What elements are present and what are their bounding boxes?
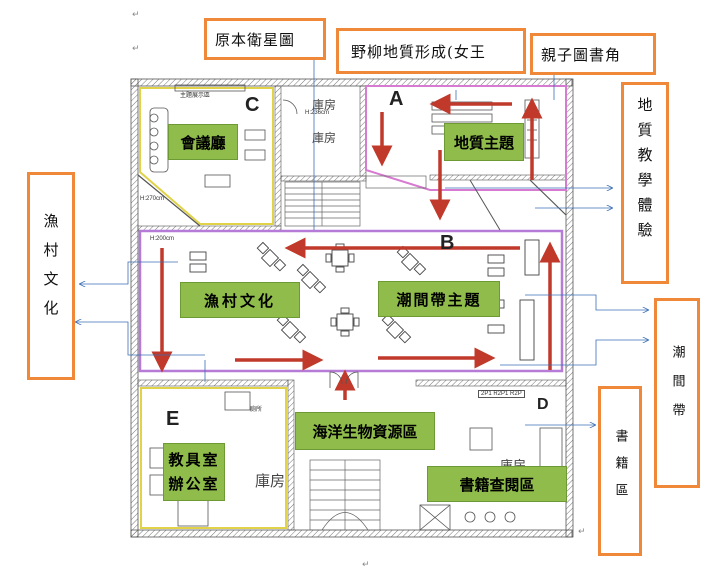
reading-furniture — [419, 427, 563, 531]
callout-geology-teaching-text: 地質教學體驗 — [635, 97, 654, 247]
room-c-outline — [139, 87, 274, 225]
zone-d: D — [537, 396, 549, 413]
zone-e: E — [166, 408, 180, 430]
outer-walls — [130, 78, 574, 538]
label-intertidal: 潮間帶主題 — [378, 281, 500, 317]
callout-yehliu-geology-text: 野柳地質形成(女王 — [351, 43, 486, 61]
paragraph-mark-2: ↵ — [132, 44, 140, 54]
height-label-b: H:200cm — [150, 236, 175, 242]
flow-arrows — [151, 93, 561, 400]
label-reading-area: 書籍查閱區 — [427, 466, 567, 502]
stairs-bottom — [309, 459, 381, 531]
callout-family-reading: 親子圖書角 — [530, 33, 656, 75]
storage-label-2: 庫房 — [312, 131, 337, 145]
callout-book-area-text: 書籍區 — [612, 429, 628, 510]
room-a-outline — [365, 85, 567, 191]
label-marine-resources: 海洋生物資源區 — [295, 412, 435, 450]
room-e-outline — [140, 387, 287, 529]
label-fishing-culture: 漁村文化 — [180, 282, 300, 318]
storage-label-1: 庫房 — [312, 98, 337, 112]
room-c-title: 主題展示區 — [180, 93, 211, 99]
leader-lines — [76, 52, 648, 425]
label-geology: 地質主題 — [444, 123, 524, 161]
label-meeting-hall: 會議廳 — [168, 124, 238, 160]
callout-yehliu-geology: 野柳地質形成(女王 — [336, 28, 526, 74]
doors — [282, 99, 359, 388]
callout-fishing-culture: 漁村文化 — [27, 172, 75, 380]
storage-label-3: 庫房 — [255, 472, 286, 490]
plate-label: 2P1 R2P1 R2P — [478, 390, 525, 398]
callout-fishing-culture-text: 漁村文化 — [41, 213, 60, 329]
central-furniture — [189, 239, 540, 361]
callout-book-area: 書籍區 — [598, 386, 642, 556]
height-label-storage: H:236cm — [305, 110, 330, 116]
label-teachers-office: 教具室辦公室 — [163, 443, 225, 501]
callout-family-reading-text: 親子圖書角 — [541, 46, 622, 64]
stairs-top — [284, 175, 427, 227]
zone-b: B — [440, 232, 455, 254]
callout-satellite-map-text: 原本衛星圖 — [215, 31, 296, 49]
paragraph-mark-3: ↵ — [362, 560, 370, 570]
callout-intertidal-text: 潮間帶 — [669, 345, 685, 432]
zone-c: C — [245, 94, 260, 116]
toilet-label: 廁所 — [250, 407, 263, 413]
callout-intertidal: 潮間帶 — [654, 298, 700, 488]
paragraph-mark-1: ↵ — [132, 10, 140, 20]
callout-satellite-map: 原本衛星圖 — [204, 18, 326, 60]
meeting-furniture — [149, 84, 266, 188]
zone-a: A — [389, 88, 404, 110]
height-label-c: H:270cm — [140, 196, 165, 202]
callout-geology-teaching: 地質教學體驗 — [621, 82, 669, 284]
paragraph-mark-4: ↵ — [578, 527, 586, 537]
